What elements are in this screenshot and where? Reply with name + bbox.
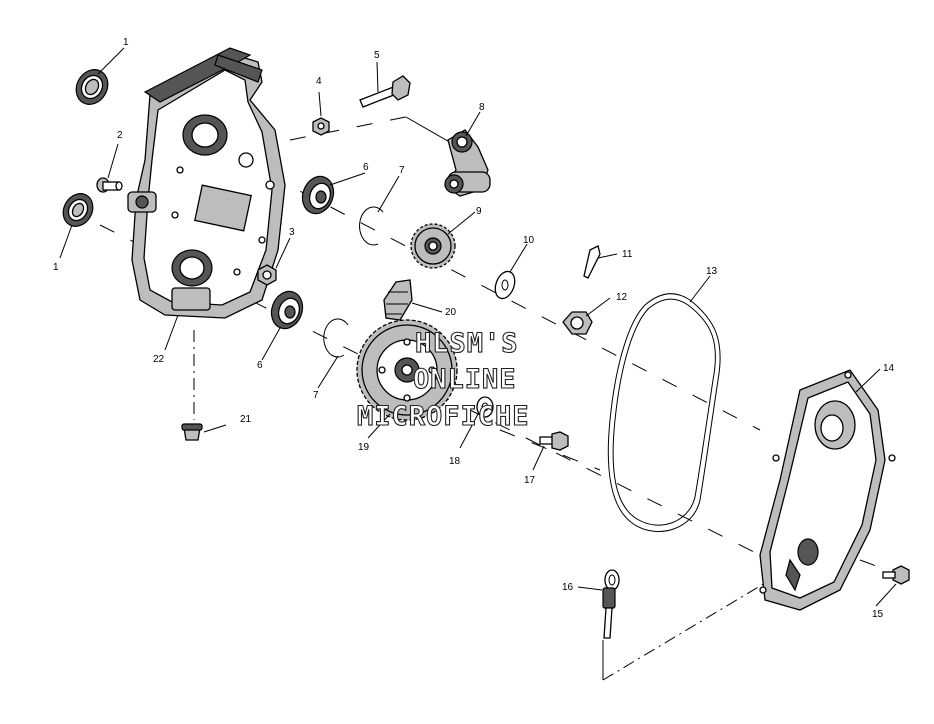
callout-21: 21 xyxy=(240,414,252,425)
cotter-pin xyxy=(583,245,601,279)
callout-13: 13 xyxy=(706,266,718,277)
callout-19: 19 xyxy=(358,442,370,453)
callout-16: 16 xyxy=(562,582,574,593)
small-sprocket xyxy=(410,223,456,269)
watermark-line-1: HLSM'S xyxy=(415,328,519,359)
gearcase-housing xyxy=(127,47,286,319)
callout-1-lower: 1 xyxy=(53,262,59,273)
large-sprocket xyxy=(356,319,458,421)
drain-plug xyxy=(181,423,203,441)
bearing-lower xyxy=(270,290,304,330)
callout-1-upper: 1 xyxy=(123,37,129,48)
callout-11: 11 xyxy=(622,249,633,260)
callout-20: 20 xyxy=(445,307,457,318)
callout-6-lower: 6 xyxy=(257,360,263,371)
washer xyxy=(494,270,516,300)
callout-7-upper: 7 xyxy=(399,165,405,176)
thrust-washer xyxy=(476,396,494,418)
callout-14: 14 xyxy=(883,363,895,374)
callout-5: 5 xyxy=(374,50,380,61)
callout-15: 15 xyxy=(872,609,884,620)
callout-7-lower: 7 xyxy=(313,390,319,401)
dowel-pin xyxy=(96,177,123,193)
seal-lower xyxy=(62,193,94,227)
callout-8: 8 xyxy=(479,102,485,113)
dipstick xyxy=(602,569,620,639)
shoulder-bolt xyxy=(359,75,411,108)
nut-lower xyxy=(257,264,277,286)
drive-chain xyxy=(383,279,413,321)
seal-upper xyxy=(75,69,109,105)
callout-22: 22 xyxy=(153,354,165,365)
leader-lines xyxy=(59,47,897,607)
callout-18: 18 xyxy=(449,456,461,467)
snap-ring-lower xyxy=(323,318,349,358)
callout-3: 3 xyxy=(289,227,295,238)
gearcase-cover xyxy=(759,369,896,611)
callout-6-upper: 6 xyxy=(363,162,369,173)
callout-10: 10 xyxy=(523,235,535,246)
hex-bolt xyxy=(539,431,569,451)
nut-upper xyxy=(312,117,330,136)
watermark: HLSM'S ONLINE MICROFICHE xyxy=(356,327,530,432)
watermark-line-2: ONLINE xyxy=(413,364,517,395)
callout-2: 2 xyxy=(117,130,123,141)
callout-4: 4 xyxy=(316,76,322,87)
watermark-line-3: MICROFICHE xyxy=(357,401,530,432)
callout-12: 12 xyxy=(616,292,628,303)
callout-9: 9 xyxy=(476,206,482,217)
snap-ring-upper xyxy=(359,206,384,246)
callout-17: 17 xyxy=(524,475,536,486)
castle-nut xyxy=(562,311,593,335)
bearing-upper xyxy=(301,175,335,215)
tensioner-arm xyxy=(444,129,491,197)
cover-bolt xyxy=(882,565,910,585)
callout-labels: 1 1 2 3 4 5 6 6 7 7 8 9 10 11 12 13 14 1… xyxy=(53,37,895,620)
gasket xyxy=(607,293,721,533)
